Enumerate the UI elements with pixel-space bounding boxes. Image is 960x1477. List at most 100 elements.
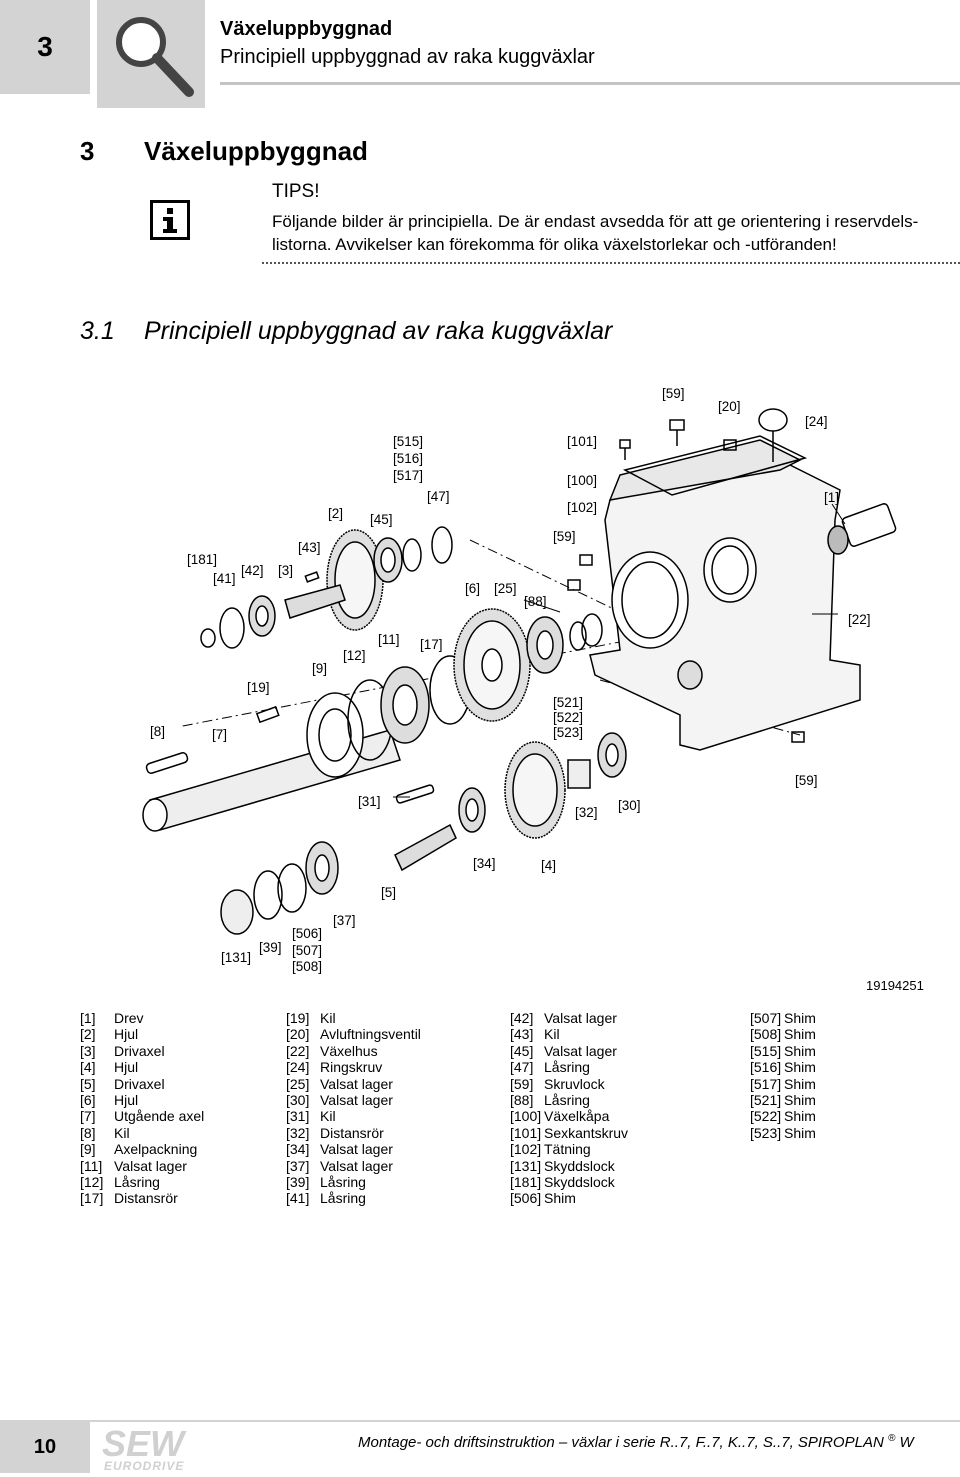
callout-515: [515] — [393, 434, 423, 449]
legend-name: Skyddslock — [544, 1173, 615, 1190]
legend-name: Valsat lager — [320, 1075, 393, 1092]
subsection-number: 3.1 — [80, 317, 115, 345]
legend-name: Låsring — [544, 1059, 590, 1076]
footer-suffix: W — [895, 1434, 914, 1451]
callout-12: [12] — [343, 648, 366, 663]
legend-code: [100] — [510, 1108, 542, 1125]
legend-item: [34]Valsat lager — [286, 1141, 421, 1157]
legend-item: [22]Växelhus — [286, 1043, 421, 1059]
callout-43: [43] — [298, 540, 321, 555]
legend-code: [102] — [510, 1141, 542, 1158]
callout-7: [7] — [212, 727, 227, 742]
legend-code: [20] — [286, 1026, 310, 1043]
callout-17: [17] — [420, 637, 443, 652]
callout-31: [31] — [358, 794, 381, 809]
legend-item: [101]Sexkantskruv — [510, 1125, 628, 1141]
legend-item: [516]Shim — [750, 1059, 816, 1075]
legend-name: Ringskruv — [320, 1059, 383, 1076]
legend-code: [5] — [80, 1075, 96, 1092]
callout-20: [20] — [718, 399, 741, 414]
legend-item: [12] Låsring — [80, 1174, 204, 1190]
legend-code: [4] — [80, 1059, 96, 1076]
callout-507: [507] — [292, 943, 322, 958]
page-number-box: 10 — [0, 1422, 90, 1473]
legend-item: [43] Kil — [510, 1026, 628, 1042]
callout-25: [25] — [494, 581, 517, 596]
legend-name: Shim — [784, 1108, 816, 1125]
legend-item: [2]Hjul — [80, 1026, 204, 1042]
callout-100: [100] — [567, 473, 597, 488]
legend-code: [507] — [750, 1010, 782, 1026]
legend-name: Drivaxel — [114, 1042, 165, 1059]
magnifier-icon — [97, 0, 205, 108]
legend-code: [12] — [80, 1173, 104, 1190]
legend-name: Valsat lager — [544, 1010, 617, 1026]
legend-name: Kil — [320, 1108, 336, 1125]
footer-title: Montage- och driftsinstruktion – växlar … — [358, 1434, 884, 1451]
legend-code: [523] — [750, 1124, 782, 1141]
legend-item: [24] Ringskruv — [286, 1059, 421, 1075]
legend-code: [39] — [286, 1173, 310, 1190]
footer-text: Montage- och driftsinstruktion – växlar … — [358, 1433, 914, 1451]
legend-item: [11]Valsat lager — [80, 1158, 204, 1174]
legend-item: [59]Skruvlock — [510, 1076, 628, 1092]
legend-name: Shim — [784, 1124, 816, 1141]
legend-item: [47]Låsring — [510, 1059, 628, 1075]
callout-59-low: [59] — [795, 773, 818, 788]
callout-5: [5] — [381, 885, 396, 900]
legend-code: [521] — [750, 1091, 782, 1108]
legend-code: [101] — [510, 1124, 542, 1141]
callout-59-top: [59] — [662, 386, 685, 401]
legend-name: Låsring — [320, 1190, 366, 1207]
callout-19: [19] — [247, 680, 270, 695]
legend-code: [506] — [510, 1190, 542, 1207]
legend-code: [43] — [510, 1026, 534, 1043]
legend-name: Valsat lager — [114, 1157, 187, 1174]
legend-item: [181]Skyddslock — [510, 1174, 628, 1190]
legend-code: [522] — [750, 1108, 782, 1125]
legend-item: [521]Shim — [750, 1092, 816, 1108]
legend-item: [8] Kil — [80, 1125, 204, 1141]
legend-code: [45] — [510, 1042, 534, 1059]
legend-item: [19]Kil — [286, 1010, 421, 1026]
legend-code: [24] — [286, 1059, 310, 1076]
legend-name: Låsring — [320, 1173, 366, 1190]
legend-code: [1] — [80, 1010, 96, 1026]
legend-name: Sexkantskruv — [544, 1124, 629, 1141]
callout-11: [11] — [378, 632, 400, 647]
legend-name: Drev — [114, 1010, 144, 1026]
tip-title: TIPS! — [272, 181, 320, 202]
legend-item: [131]Skyddslock — [510, 1158, 628, 1174]
legend-item: [31]Kil — [286, 1108, 421, 1124]
callout-39: [39] — [259, 940, 282, 955]
legend-code: [25] — [286, 1075, 310, 1092]
legend-name: Hjul — [114, 1091, 139, 1108]
callout-9: [9] — [312, 661, 327, 676]
legend-code: [9] — [80, 1141, 96, 1158]
legend-name: Shim — [544, 1190, 576, 1207]
legend-code: [517] — [750, 1075, 782, 1092]
page-number: 10 — [33, 1436, 57, 1458]
legend-name: Valsat lager — [320, 1141, 393, 1158]
callout-32: [32] — [575, 805, 598, 820]
legend-name: Kil — [544, 1026, 560, 1043]
legend-name: Valsat lager — [544, 1042, 617, 1059]
legend-name: Distansrör — [320, 1124, 384, 1141]
callout-4: [4] — [541, 858, 556, 873]
legend-name: Hjul — [114, 1059, 139, 1076]
callout-517: [517] — [393, 468, 423, 483]
legend-name: Låsring — [114, 1173, 160, 1190]
legend-item: [37]Valsat lager — [286, 1158, 421, 1174]
legend-code: [42] — [510, 1010, 534, 1026]
legend-code: [22] — [286, 1042, 310, 1059]
legend-code: [3] — [80, 1042, 96, 1059]
legend-item: [32]Distansrör — [286, 1125, 421, 1141]
legend-code: [8] — [80, 1124, 96, 1141]
legend-name: Kil — [114, 1124, 130, 1141]
figure-id: 19194251 — [866, 978, 924, 993]
legend-item: [507]Shim — [750, 1010, 816, 1026]
info-icon — [150, 200, 190, 240]
legend-code: [19] — [286, 1010, 310, 1026]
